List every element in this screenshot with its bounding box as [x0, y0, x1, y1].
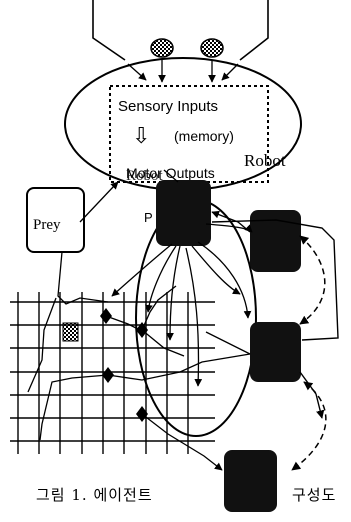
prey-connections [27, 181, 119, 393]
grid-world [10, 292, 215, 454]
motor-outputs-label: Motor Outputs [126, 165, 215, 181]
solid-links [211, 219, 339, 419]
prey-cell-marker [62, 322, 79, 342]
sensor-eye-left [150, 38, 174, 58]
robot-bottom [224, 450, 277, 512]
action-arrows [111, 223, 253, 387]
caption-left: 그림 1. 에이전트 [36, 486, 153, 504]
robot-label-overlap: Robot [126, 168, 164, 184]
robot-predator-main [156, 180, 211, 246]
robot-right-upper [250, 210, 301, 272]
head-to-predator-line [163, 169, 179, 183]
sensory-inputs-label: Sensory Inputs [118, 98, 218, 115]
sensor-eye-right [200, 38, 224, 58]
robot-label: Robot [244, 151, 286, 170]
caption-right: 구성도 [292, 486, 337, 504]
prey-label: Prey [33, 217, 61, 233]
sensor-arrows [127, 60, 239, 83]
predator-label: P [144, 210, 153, 225]
robot-right-lower [250, 322, 301, 382]
figure-caption: 그림 1. 에이전트 구성도 [36, 484, 346, 508]
antenna-lines [92, 0, 269, 61]
prey-box [26, 187, 85, 253]
down-arrow-glyph: ⇩ [132, 123, 150, 148]
agent-move-lines [39, 210, 251, 471]
memory-label: (memory) [174, 128, 234, 144]
